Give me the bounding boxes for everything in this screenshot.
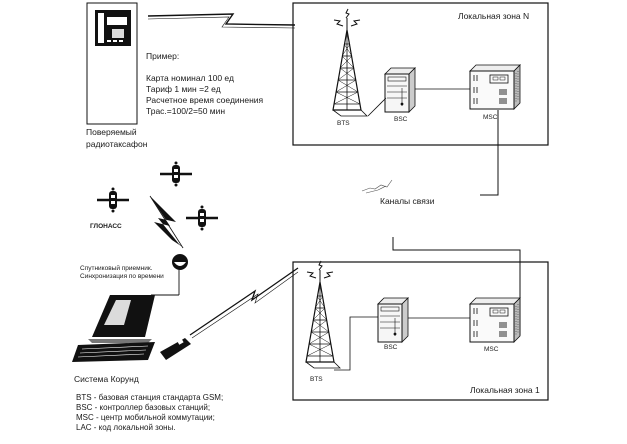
channels-label: Каналы связи (380, 196, 435, 206)
bsc-icon-zone-n (384, 67, 416, 113)
glonass-label: ГЛОНАСС (90, 223, 122, 230)
bts-label-zone-n: BTS (337, 120, 350, 127)
receiver-label-line-1: Спутниковый приемник. (80, 265, 153, 272)
satellite-icon-2 (95, 186, 131, 214)
legend-line-1: BTS - базовая станция стандарта GSM; (76, 393, 224, 402)
msc-label-zone-n: MSC (483, 114, 498, 121)
satellite-receiver-icon (151, 254, 188, 296)
msc-label-zone-1: MSC (484, 346, 499, 353)
radio-link-top (147, 13, 296, 26)
bts-label-zone-1: BTS (310, 376, 323, 383)
bsc-icon-zone-1 (377, 297, 409, 343)
satellite-icon-1 (158, 160, 194, 188)
radio-payphone (86, 2, 138, 125)
zone-n-frame (292, 2, 549, 146)
zone-1-label: Локальная зона 1 (470, 385, 540, 395)
bts-tower-icon-zone-1 (305, 260, 341, 369)
legend-line-2: BSC - контроллер базовых станций; (76, 403, 211, 412)
example-line-3: Расчетное время соединения (146, 95, 264, 105)
bts-tower-icon-zone-n (332, 8, 368, 117)
payphone-label-line-1: Поверяемый (86, 127, 137, 137)
mobile-phone-icon (160, 338, 191, 360)
example-title: Пример: (146, 51, 180, 61)
bsc-label-zone-1: BSC (384, 344, 398, 351)
satellite-signal-icon (150, 196, 184, 248)
laptop-icon (72, 295, 155, 362)
radio-link-bottom (189, 267, 299, 336)
channel-link-msc-n (480, 110, 499, 196)
system-label: Система Корунд (74, 374, 139, 384)
zone-1-frame (292, 261, 549, 401)
msc-icon-zone-n (469, 64, 521, 110)
zone-n-label: Локальная зона N (458, 11, 530, 21)
example-line-1: Карта номинал 100 ед (146, 73, 234, 83)
channels-scribble (361, 179, 393, 194)
example-line-2: Тариф 1 мин =2 ед (146, 84, 221, 94)
bsc-label-zone-n: BSC (394, 116, 408, 123)
legend-line-4: LAC - код локальной зоны. (76, 423, 176, 432)
satellite-icon-3 (184, 204, 220, 232)
payphone-label-line-2: радиотаксафон (86, 139, 148, 149)
example-line-4: Трас.=100/2=50 мин (146, 106, 226, 116)
msc-icon-zone-1 (469, 297, 521, 343)
receiver-label-line-2: Синхронизация по времени (80, 273, 164, 280)
legend-line-3: MSC - центр мобильной коммутации; (76, 413, 215, 422)
